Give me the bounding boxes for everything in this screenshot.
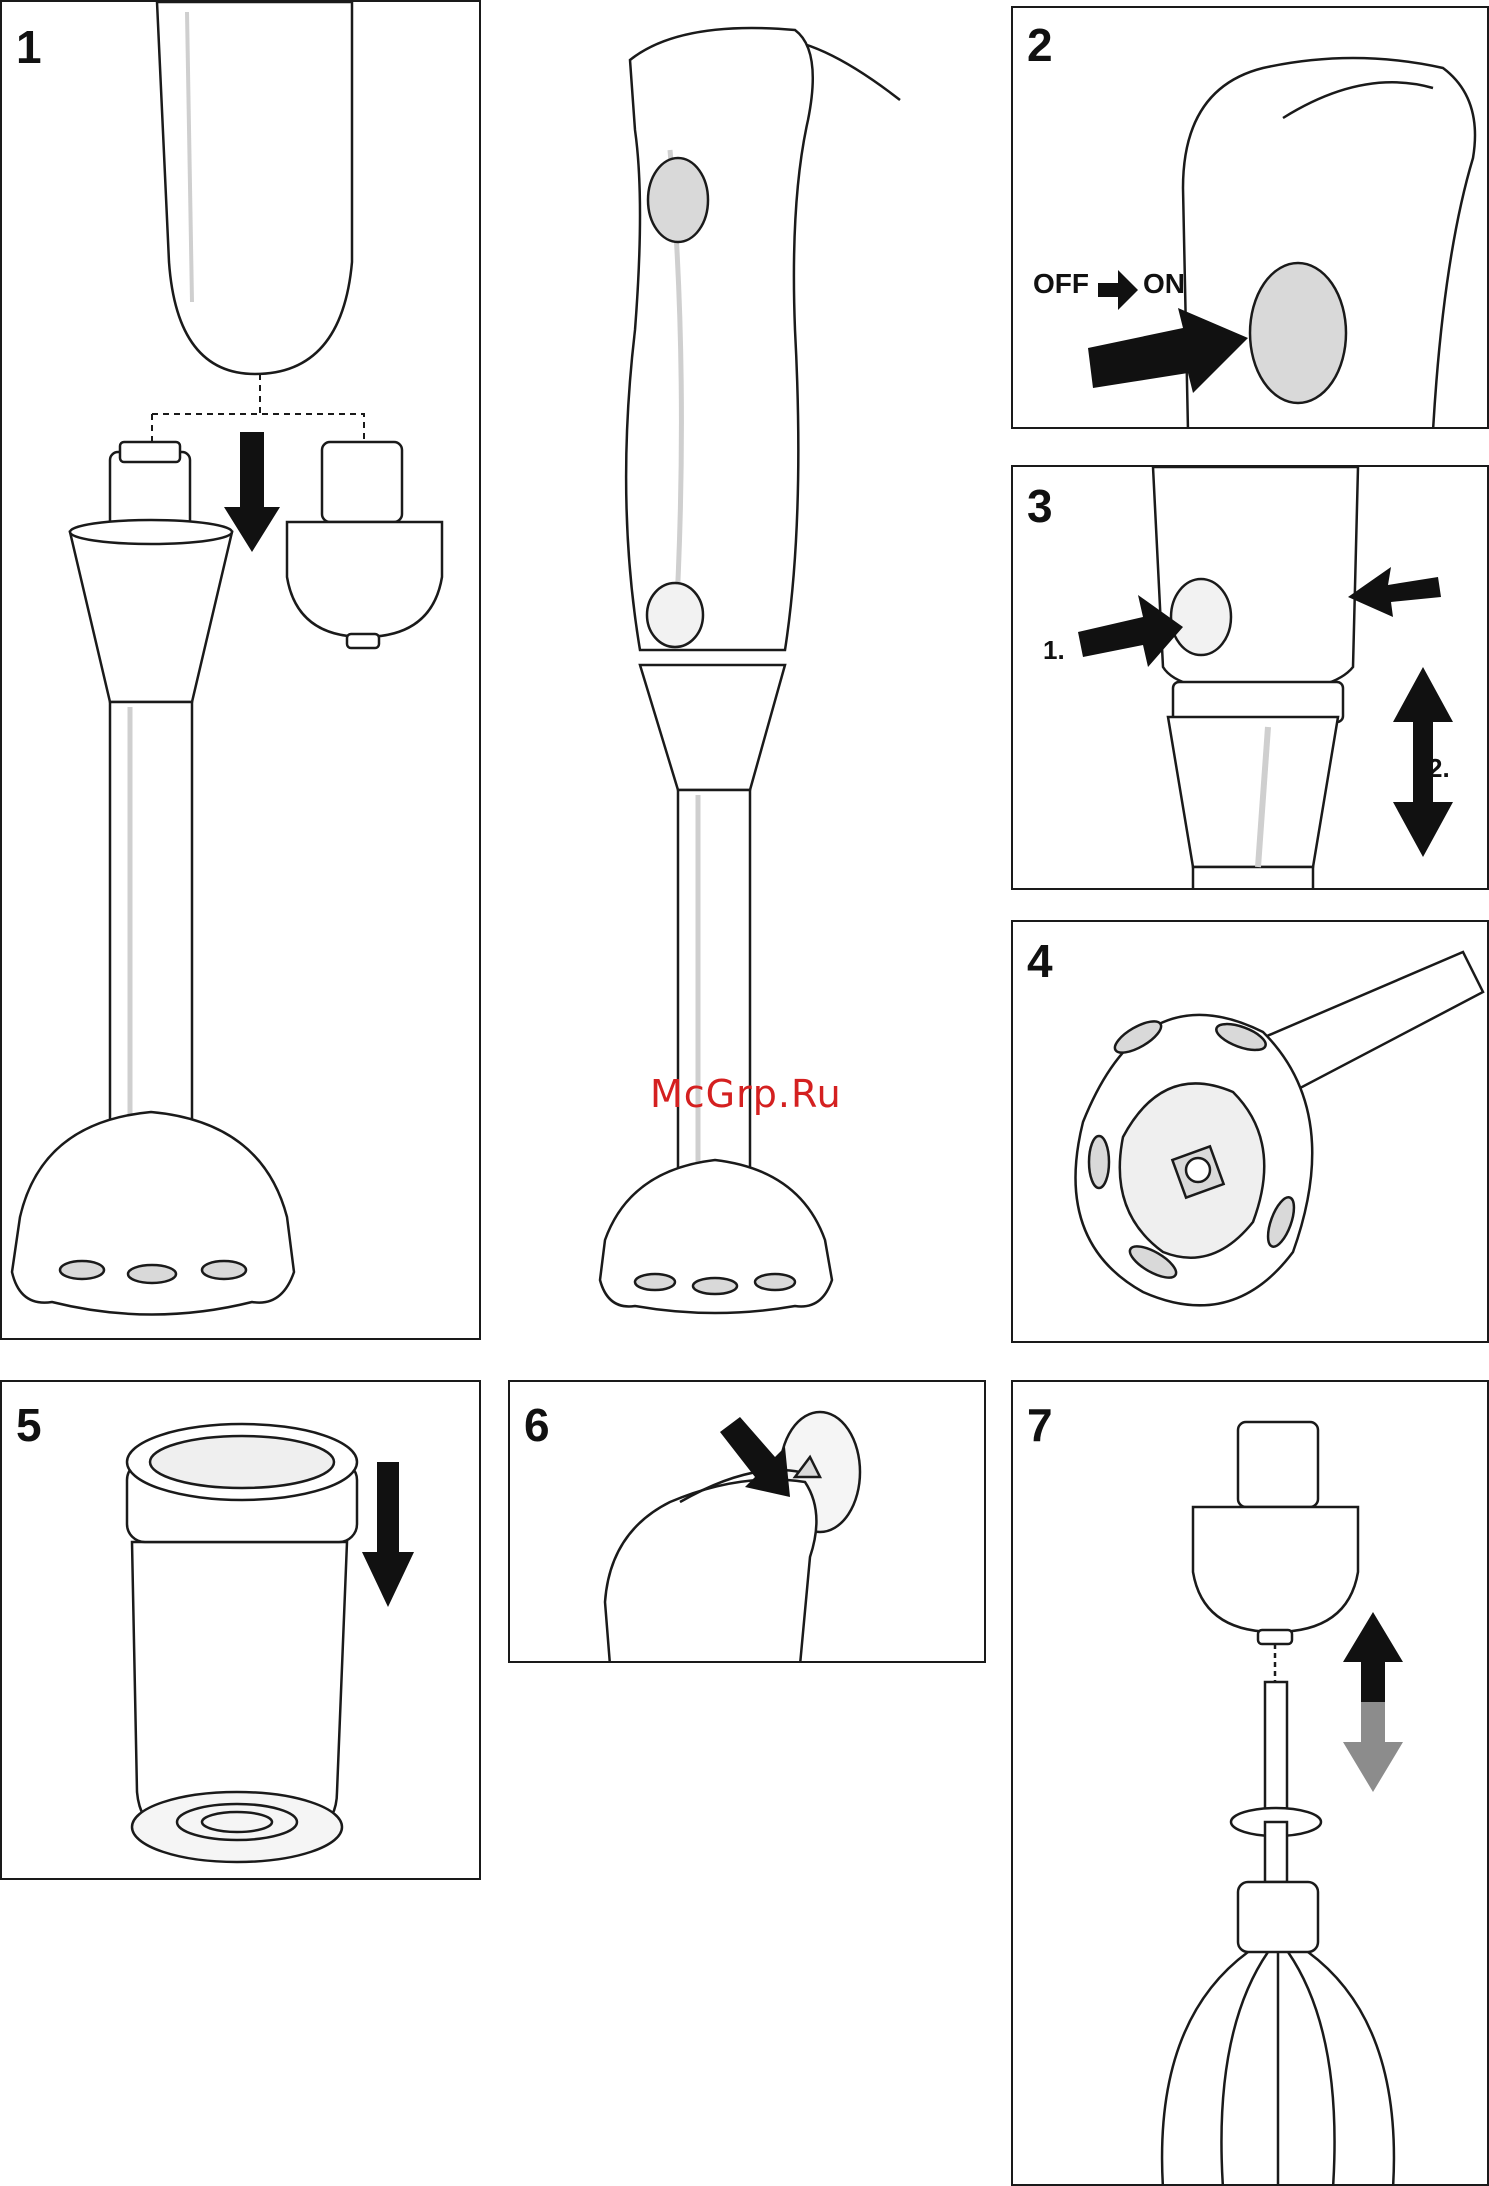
panel-3: 3 1. 2. [1011,465,1489,890]
watermark: McGrp.Ru [650,1072,842,1116]
beaker-lid-illustration [2,1382,481,1880]
arrow-left-icon [1348,567,1441,617]
panel-4: 4 [1011,920,1489,1343]
hand-blender-assembled-illustration [560,0,980,1330]
arrow-down-icon [362,1462,414,1607]
panel-2: 2 OFF ON [1011,6,1489,429]
panel-7: 7 [1011,1380,1489,2186]
blade-foot-illustration [1013,922,1489,1343]
shaft-release-illustration [1013,467,1489,890]
wall-hook-illustration [510,1382,986,1663]
blender-shaft-attach-illustration [2,2,481,1340]
power-switch-illustration [1013,8,1489,429]
panel-6: 6 [508,1380,986,1663]
double-arrow-icon [1343,1702,1403,1792]
double-arrow-icon [1343,1612,1403,1702]
double-arrow-icon [1393,667,1453,857]
panel-1: 1 [0,0,481,1340]
panel-5: 5 [0,1380,481,1880]
arrow-right-icon [1098,270,1138,310]
whisk-attach-illustration [1013,1382,1489,2186]
